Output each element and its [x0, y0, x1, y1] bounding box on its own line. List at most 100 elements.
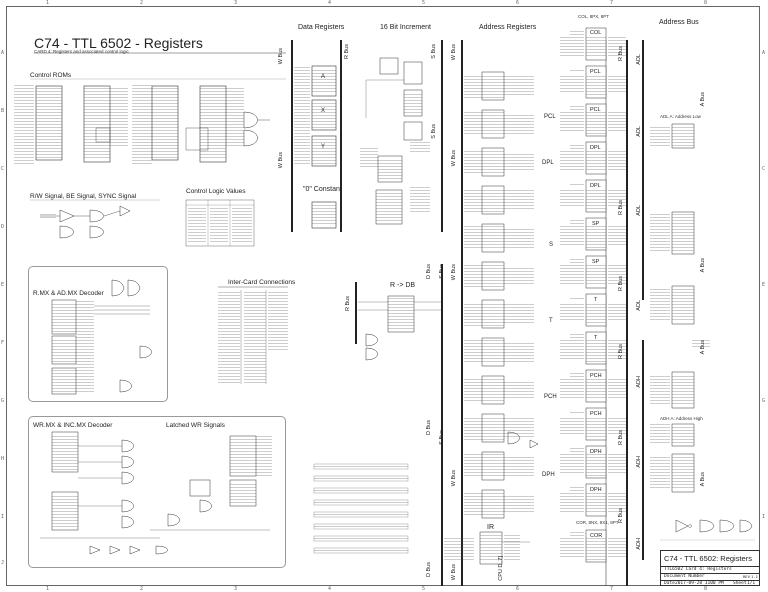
chip-dph-label-2: DPH [590, 487, 602, 493]
decoupling-rows [313, 463, 409, 554]
chip-col-label: COL [590, 30, 602, 36]
addr-register-control [570, 448, 584, 453]
addr-register-outputs [608, 226, 626, 246]
ruler-bottom-5: 5 [422, 586, 426, 592]
ruler-row-g: G [1, 398, 5, 404]
chip-dph-label-1: DPH [590, 449, 602, 455]
addr-register-chip-pins [586, 378, 606, 400]
title-block-date: 2017-09-28 1100 PM [675, 581, 724, 586]
ruler-col-3: 3 [234, 0, 238, 6]
addr-input-wires [504, 114, 534, 134]
addr-bus-taps [464, 264, 482, 288]
wrmx-decoder-panel [28, 416, 286, 568]
addr-input-wires [504, 228, 534, 248]
section-address-registers: Address Registers [479, 24, 537, 31]
bus-adl-label-1: ADL [636, 54, 642, 65]
register-pcl-label: PCL [544, 114, 556, 120]
addr-register-inputs [560, 416, 584, 436]
addr-input-wires [504, 76, 534, 96]
section-inter-card: Inter-Card Connections [228, 279, 296, 286]
section-rw-signal: R/W Signal, BE Signal, SYNC Signal [30, 193, 137, 200]
addr-register-control [570, 220, 584, 225]
addr-register-chip-pins [586, 340, 606, 362]
section-16bit-increment: 16 Bit Increment [380, 24, 431, 31]
register-dph-label: DPH [542, 472, 555, 478]
ir-group [444, 531, 530, 565]
sheet-subtitle: CARD 4: Registers and associated control… [34, 49, 129, 54]
addr-register-outputs [608, 112, 626, 132]
title-block-rev-label: REV [743, 574, 750, 579]
title-block: C74 - TTL 6502: Registers TTL6502 Card 4… [660, 550, 760, 586]
title-block-rev: 1.1 [751, 574, 758, 579]
chip-pcl-label-1: PCL [590, 69, 601, 75]
ruler-bottom-1: 1 [46, 586, 50, 592]
addr-register-chip-pins [586, 454, 606, 476]
bus-s-label-4: S Bus [439, 430, 445, 445]
addr-register-control [570, 30, 584, 35]
section-r-db: R -> DB [390, 282, 416, 289]
addr-input-chip-pins [482, 112, 504, 136]
addr-register-chip-pins [586, 150, 606, 172]
bus-w-label-2: W Bus [278, 152, 284, 169]
addr-register-inputs [560, 264, 584, 284]
bus-r-label-6: R Bus [618, 344, 624, 359]
ruler-bottom-6: 6 [516, 586, 520, 592]
bus-r-label-7: R Bus [618, 430, 624, 445]
bus-w-label-5: W Bus [451, 264, 457, 281]
section-data-registers: Data Registers [298, 24, 345, 31]
addr-register-inputs [560, 226, 584, 246]
inter-card-connections [218, 286, 288, 384]
bus-d-label-3: D Bus [426, 562, 432, 577]
addr-register-control [570, 334, 584, 339]
section-rmx-adx: R.MX & AD.MX Decoder [33, 290, 104, 297]
bus-a-label-2: A Bus [700, 258, 706, 273]
title-block-row2: TTL6502 Card 4: Registers [664, 567, 732, 572]
addr-input-chip-pins [482, 74, 504, 98]
addr-register-control [570, 106, 584, 111]
chip-sp-label-2: SP [592, 259, 600, 265]
register-a-label: A [321, 74, 326, 80]
bus-r-label-8: R Bus [618, 508, 624, 523]
addr-bus-taps [464, 492, 482, 516]
addr-bus-taps [464, 188, 482, 212]
adh-note: ADH A: Address High [660, 416, 703, 421]
addr-register-inputs [560, 36, 584, 56]
register-dpl-label: DPL [542, 160, 554, 166]
addr-input-chip-pins [482, 340, 504, 364]
addr-input-wires [504, 152, 534, 172]
ruler-col-6: 6 [516, 0, 520, 6]
addr-input-wires [504, 456, 534, 476]
addr-register-outputs [608, 36, 626, 56]
addr-register-inputs [560, 74, 584, 94]
ruler-right-c: C [762, 166, 766, 172]
addr-register-chip-pins [586, 264, 606, 286]
addr-register-outputs [608, 538, 626, 558]
addr-register-chip-pins [586, 188, 606, 210]
addr-register-control [570, 144, 584, 149]
addr-register-inputs [560, 378, 584, 398]
bus-adl-label-3: ADL [636, 205, 642, 216]
bus-a-label-1: A Bus [700, 92, 706, 107]
ruler-right-e: E [762, 282, 766, 288]
control-logic-table [185, 199, 255, 247]
addr-bus-taps [464, 226, 482, 250]
ruler-row-d: D [1, 224, 5, 230]
bus-w-label-4: W Bus [451, 150, 457, 167]
chip-pch-label-2: PCH [590, 411, 602, 417]
rmx-decoder-panel [28, 266, 168, 402]
addr-register-control [570, 258, 584, 263]
addr-register-outputs [608, 340, 626, 360]
addr-register-control [570, 486, 584, 491]
ruler-row-e: E [1, 282, 5, 288]
addr-input-chip-pins [482, 226, 504, 250]
section-zero-constant: "0" Constant [303, 186, 342, 193]
bus-r-label-2: R Bus [345, 296, 351, 311]
addr-bus-taps [464, 454, 482, 478]
bus-cpu-label: CPU D..7] [498, 556, 504, 581]
section-wrmx: WR.MX & INC.MX Decoder [33, 422, 113, 429]
addr-register-chip-pins [586, 74, 606, 96]
addr-register-inputs [560, 538, 584, 558]
addr-input-wires [504, 190, 534, 210]
addr-register-chip-pins [586, 226, 606, 248]
addr-register-outputs [608, 264, 626, 284]
